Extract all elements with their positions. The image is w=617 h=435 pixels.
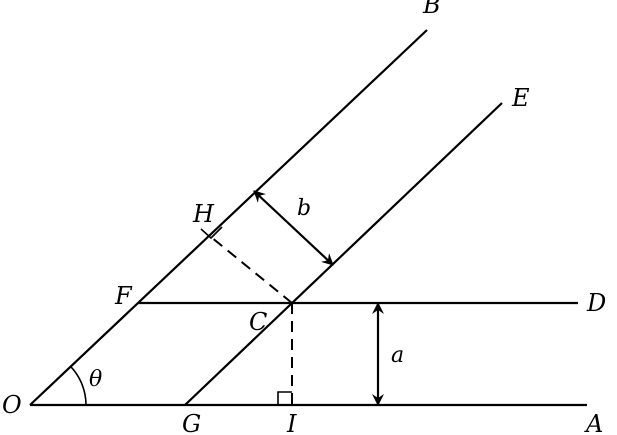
label-d: D [586,289,606,317]
label-f: F [114,282,133,310]
label-e: E [511,84,530,112]
label-h: H [192,200,215,228]
line-ob [29,29,428,406]
label-c: C [249,308,267,336]
right-angle-marker-h [200,226,223,240]
label-a-distance: a [391,343,404,368]
label-i: I [286,410,297,435]
right-angle-marker-i [277,391,292,405]
label-b: B [422,0,441,19]
label-o: O [2,391,22,419]
label-g: G [182,410,201,435]
label-b-distance: b [297,196,311,221]
angle-arc-theta [70,366,87,406]
label-a: A [584,410,603,435]
line-ge [184,102,503,406]
arrow-b [253,190,334,266]
dashed-ch [210,236,293,304]
label-theta: θ [89,367,102,392]
